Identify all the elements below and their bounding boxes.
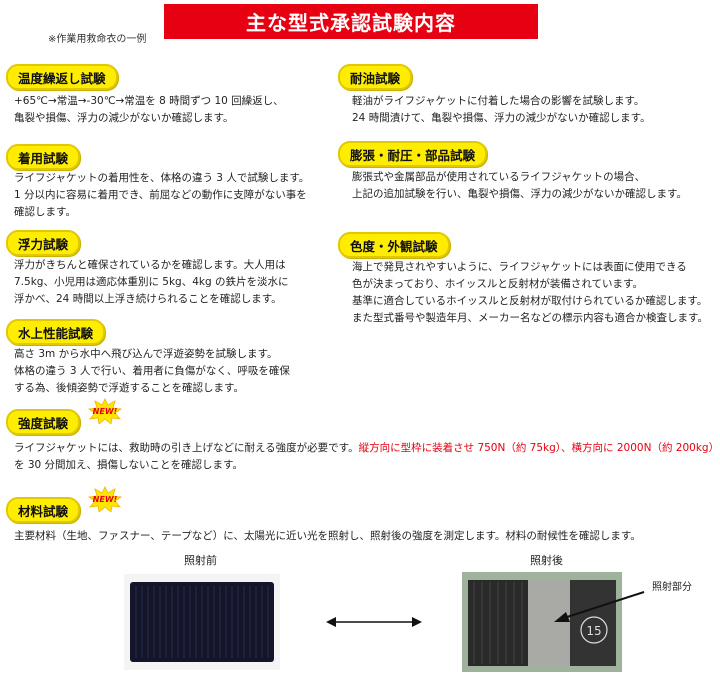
caption-after: 照射後 [530, 554, 563, 567]
photo-before-irradiation [124, 574, 280, 670]
badge-wearing-test: 着用試験 [6, 144, 81, 170]
badge-strength-test: 強度試験 [6, 409, 81, 435]
badge-inflation-pressure-parts: 膨張・耐圧・部品試験 [338, 141, 488, 167]
text-color-appearance: 海上で発見されやすいように、ライフジャケットには表面に使用できる 色が決まってお… [352, 261, 708, 324]
text-water-performance: 高さ 3m から水中へ飛び込んで浮遊姿勢を試験します。 体格の違う 3 人で行い… [14, 348, 290, 394]
text-buoyancy-test: 浮力がきちんと確保されているかを確認します。大人用は 7.5kg、小児用は適応体… [14, 259, 289, 305]
badge-oil-resistance: 耐油試験 [338, 64, 413, 90]
text-strength-test: ライフジャケットには、救助時の引き上げなどに耐える強度が必要です。縦方向に型枠に… [14, 442, 720, 471]
example-note: ※作業用救命衣の一例 [48, 34, 147, 45]
new-starburst-icon-2: NEW! [88, 486, 122, 512]
text-inflation-pressure-parts: 膨張式や金属部品が使用されているライフジャケットの場合、 上記の追加試験を行い、… [352, 171, 687, 200]
double-arrow-icon [326, 617, 422, 627]
text-material-test: 主要材料（生地、ファスナー、テープなど）に、太陽光に近い光を照射し、照射後の強度… [14, 530, 641, 542]
photo-after-irradiation: 15 [462, 572, 622, 672]
badge-water-performance: 水上性能試験 [6, 319, 106, 345]
new-label: NEW! [93, 407, 118, 416]
new-starburst-icon: NEW! [88, 398, 122, 424]
badge-color-appearance: 色度・外観試験 [338, 232, 450, 258]
text-oil-resistance: 軽油がライフジャケットに付着した場合の影響を試験します。 24 時間漬けて、亀裂… [352, 95, 651, 124]
label-irradiated-part: 照射部分 [652, 582, 692, 593]
page-title: 主な型式承認試験内容 [164, 4, 538, 39]
badge-buoyancy-test: 浮力試験 [6, 230, 81, 256]
caption-before: 照射前 [184, 554, 217, 567]
text-wearing-test: ライフジャケットの着用性を、体格の違う 3 人で試験します。 1 分以内に容易に… [14, 172, 310, 218]
text-temperature-cycle: +65℃→常温→-30℃→常温を 8 時間ずつ 10 回繰返し、 亀裂や損傷、浮… [14, 95, 284, 124]
badge-material-test: 材料試験 [6, 497, 81, 523]
strength-red-text: 縦方向に型枠に装着させ 750N（約 75kg）、横方向に 2000N（約 20… [358, 442, 720, 454]
badge-temperature-cycle: 温度繰返し試験 [6, 64, 118, 90]
sample-number: 15 [586, 624, 601, 638]
pointer-arrow-icon [554, 591, 645, 622]
new-label-2: NEW! [93, 495, 118, 504]
